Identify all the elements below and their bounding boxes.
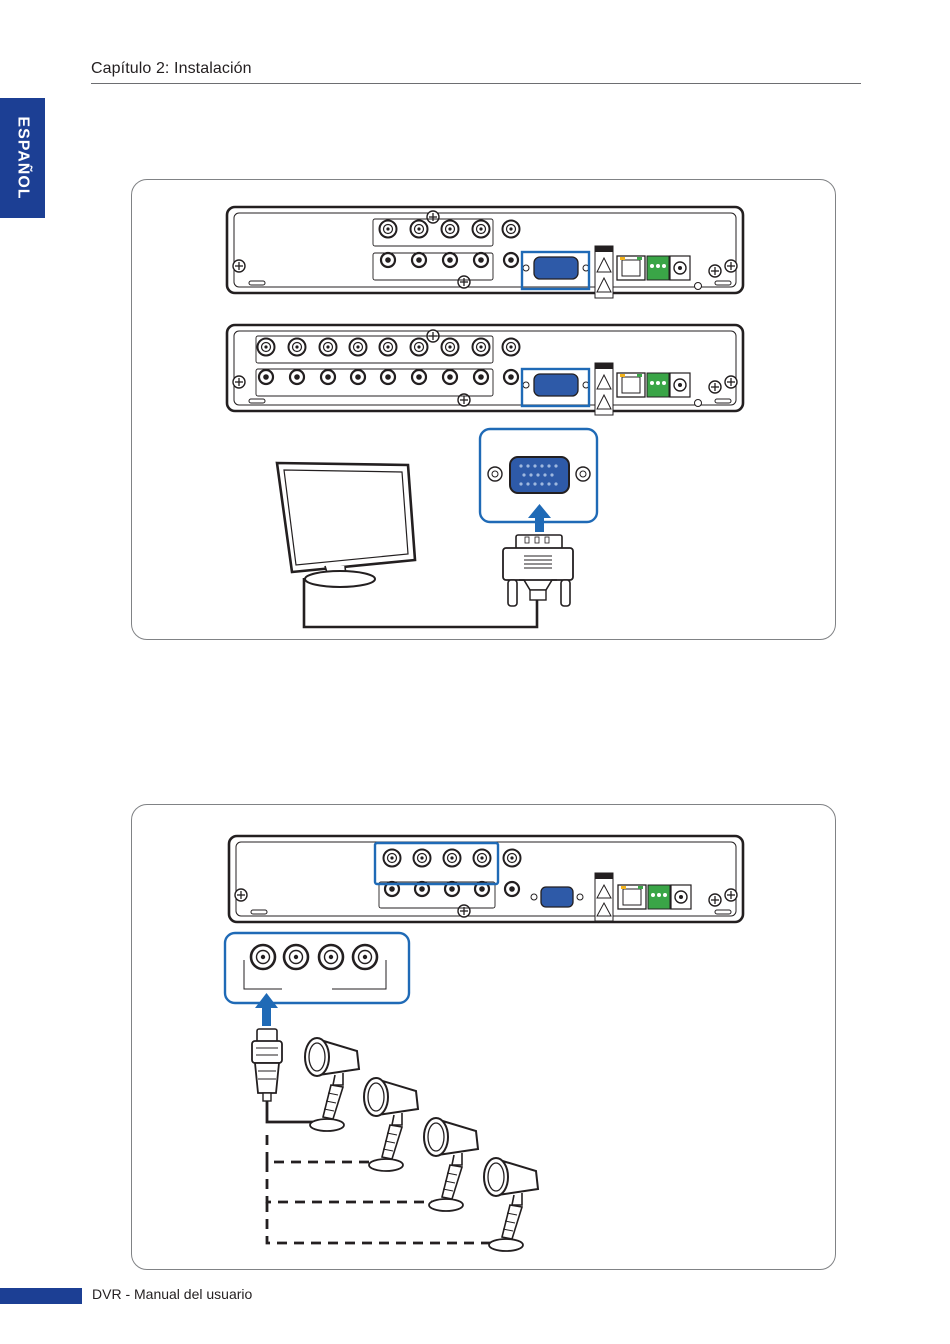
language-tab: ESPAÑOL: [0, 98, 45, 218]
header-divider: [91, 83, 861, 84]
vga-connection-illustration: [132, 180, 837, 641]
camera-icon: [424, 1118, 478, 1211]
camera-connection-figure: [131, 804, 836, 1270]
dvr-4ch-rear-panel: [227, 207, 743, 298]
bnc-inputs-zoom: [225, 933, 409, 1003]
dvr-4ch-rear-panel: [229, 836, 743, 922]
camera-connection-illustration: [132, 805, 837, 1271]
camera-icon: [305, 1038, 359, 1131]
vga-connection-figure: [131, 179, 836, 640]
camera-icon: [364, 1078, 418, 1171]
vga-cable-icon: [503, 535, 573, 606]
footer-accent-bar: [0, 1288, 82, 1304]
language-tab-label: ESPAÑOL: [14, 116, 32, 199]
chapter-title: Capítulo 2: Instalación: [91, 60, 252, 78]
monitor-icon: [277, 463, 415, 587]
dvr-8ch-rear-panel: [227, 325, 743, 415]
manual-title: DVR - Manual del usuario: [92, 1286, 252, 1302]
camera-icon: [484, 1158, 538, 1251]
bnc-plug-icon: [252, 1029, 282, 1101]
